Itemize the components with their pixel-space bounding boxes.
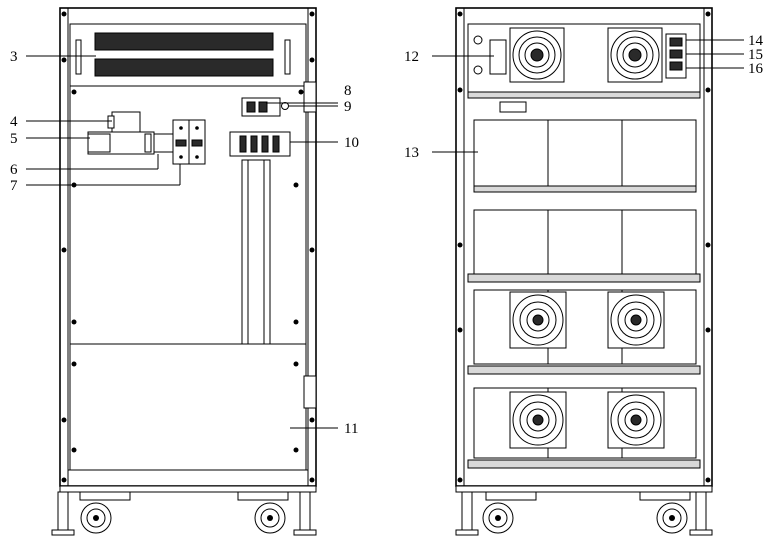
callout-10: 10 bbox=[344, 135, 359, 151]
callout-14: 14 bbox=[748, 33, 764, 49]
rear-handle bbox=[499, 101, 527, 113]
front-indicator-knob bbox=[281, 102, 289, 110]
rear-battery-row-4 bbox=[467, 387, 701, 469]
callout-3: 3 bbox=[10, 49, 18, 65]
callout-8: 8 bbox=[344, 83, 352, 99]
rear-mid-fan-right bbox=[607, 291, 665, 349]
callout-7: 7 bbox=[10, 178, 18, 194]
front-vent-handle-left bbox=[75, 39, 82, 75]
rear-bottom-fan-left bbox=[509, 391, 567, 449]
front-terminal-block bbox=[229, 131, 291, 157]
callout-16: 16 bbox=[748, 61, 764, 77]
callout-15: 15 bbox=[748, 47, 763, 63]
front-vent-grille bbox=[94, 32, 274, 77]
callout-6: 6 bbox=[10, 162, 18, 178]
rear-leader-lines bbox=[432, 39, 744, 153]
front-cabinet bbox=[51, 7, 317, 536]
front-lower-cover bbox=[69, 343, 307, 471]
callout-4: 4 bbox=[10, 114, 18, 130]
callout-11: 11 bbox=[344, 421, 358, 437]
callout-9: 9 bbox=[344, 99, 352, 115]
rear-mid-fan-left bbox=[509, 291, 567, 349]
callout-12: 12 bbox=[404, 49, 419, 65]
rear-battery-row-2 bbox=[467, 209, 701, 283]
rear-bottom-fan-right bbox=[607, 391, 665, 449]
rear-top-fan-right bbox=[607, 27, 663, 83]
callout-5: 5 bbox=[10, 131, 18, 147]
rear-top-fan-left bbox=[509, 27, 565, 83]
rear-port-left bbox=[489, 39, 507, 75]
rear-feet-casters bbox=[455, 485, 713, 536]
rear-cabinet bbox=[455, 7, 713, 536]
rear-battery-row-3 bbox=[467, 289, 701, 375]
front-feet-casters bbox=[51, 485, 317, 536]
front-hinge-lower bbox=[303, 375, 317, 409]
front-hinge-upper bbox=[303, 81, 317, 113]
front-breaker-assembly bbox=[87, 111, 206, 165]
front-leader-lines bbox=[26, 55, 338, 429]
front-vent-handle-right bbox=[284, 39, 291, 75]
callout-13: 13 bbox=[404, 145, 419, 161]
front-cable-duct bbox=[241, 159, 271, 345]
rear-battery-row-1 bbox=[473, 119, 697, 193]
